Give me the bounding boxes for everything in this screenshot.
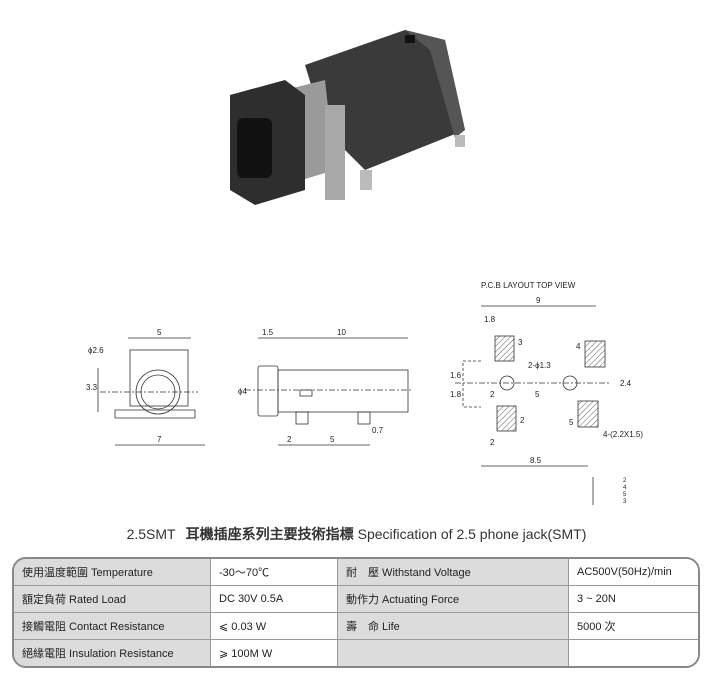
pin-label: 5 [623,492,627,498]
dim-label: 2.4 [620,379,632,388]
dim-label: ϕ4 [238,387,247,396]
pin-label: 3 [623,499,627,505]
model-name: 2.5SMT [126,526,176,542]
spec-value [569,640,698,666]
dim-label: ϕ2.6 [88,346,104,355]
pcb-layout-drawing [455,305,610,505]
side-view-drawing [245,337,412,446]
front-view-drawing [97,337,205,446]
spec-label: 絕緣電阻 Insulation Resistance [14,640,211,666]
spec-value: -30～70℃ [211,559,338,586]
spec-label: 壽 命 Life [338,613,569,640]
dim-label: 9 [536,296,541,305]
dim-label: 5 [535,390,540,399]
pad-label: 2 [520,416,525,425]
title-english: Specification of 2.5 phone jack(SMT) [357,526,587,542]
pin-label: 4 [623,485,627,491]
product-photo [230,30,465,205]
spec-value: 5000 次 [569,613,698,640]
spec-value: AC500V(50Hz)/min [569,559,698,586]
pad-label: 3 [518,338,523,347]
pin-label: 2 [623,478,627,484]
spec-label: 使用温度範圍 Temperature [14,559,211,586]
spec-value: DC 30V 0.5A [211,586,338,613]
dim-label: 1.8 [450,390,462,399]
spec-label: 接觸電阻 Contact Resistance [14,613,211,640]
pcb-heading: P.C.B LAYOUT TOP VIEW [481,281,576,290]
dim-label: 10 [337,328,346,337]
spec-value: ⩾ 100M W [211,640,338,666]
pad-label: 5 [569,418,574,427]
dim-label: 1.6 [450,371,462,380]
spec-label: 動作力 Actuating Force [338,586,569,613]
technical-drawings: 5 ϕ2.6 3.3 7 1.5 10 ϕ4 0.7 2 5 P.C.B LAY… [86,281,643,505]
dim-label: 2 [490,438,495,447]
spec-label: 額定負荷 Rated Load [14,586,211,613]
dim-label: 5 [330,435,335,444]
dim-label: 2-ϕ1.3 [528,361,551,370]
dim-label: 2 [490,390,495,399]
spec-value: 3 ~ 20N [569,586,698,613]
dim-label: 5 [157,328,162,337]
spec-label [338,640,569,666]
title-chinese: 耳機插座系列主要技術指標 [185,526,354,542]
pad-label: 4 [576,342,581,351]
dim-label: 3.3 [86,383,98,392]
dim-label: 0.7 [372,426,384,435]
dim-label: 8.5 [530,456,542,465]
dim-label: 1.8 [484,315,496,324]
spec-value: ⩽ 0.03 W [211,613,338,640]
dim-label: 1.5 [262,328,274,337]
table-row: 絕緣電阻 Insulation Resistance⩾ 100M W [14,640,698,666]
dim-label: 7 [157,435,162,444]
dim-label: 4-(2.2X1.5) [603,430,643,439]
dim-label: 2 [287,435,292,444]
spec-label: 耐 壓 Withstand Voltage [338,559,569,586]
